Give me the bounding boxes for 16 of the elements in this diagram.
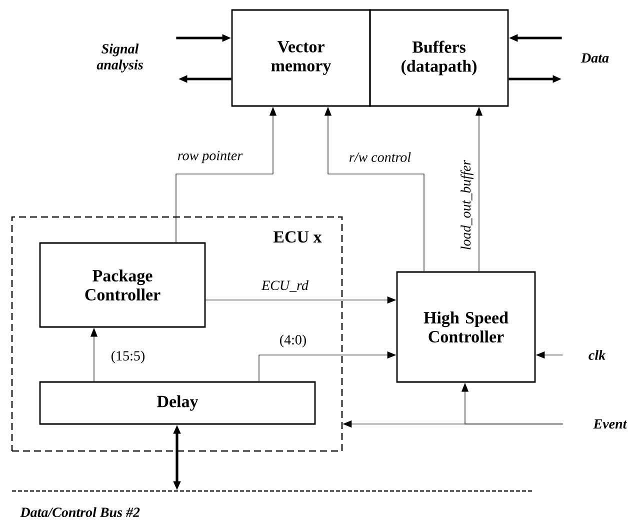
block-box: Buffers (datapath): [369, 9, 509, 107]
block-box: Vector memory: [231, 9, 371, 107]
edge-label: row pointer: [176, 150, 244, 164]
edge-label: (15:5): [110, 350, 146, 364]
signal-label: Data: [580, 53, 609, 63]
edge-label: load_out_buffer: [460, 158, 474, 252]
edge-label: (4:0): [278, 334, 308, 348]
signal-label: clk: [588, 350, 606, 360]
edge-label: r/w control: [348, 151, 412, 163]
block-box: Package Controller: [39, 242, 206, 328]
bus-line: Data/Control Bus #2: [12, 490, 532, 518]
signal-label: Event: [593, 419, 628, 429]
signal-label: Signal analysis: [96, 44, 143, 72]
block-box: Delay: [39, 381, 316, 425]
edge-label: ECU_rd: [260, 279, 310, 293]
block-box: High Speed Controller: [396, 271, 536, 383]
